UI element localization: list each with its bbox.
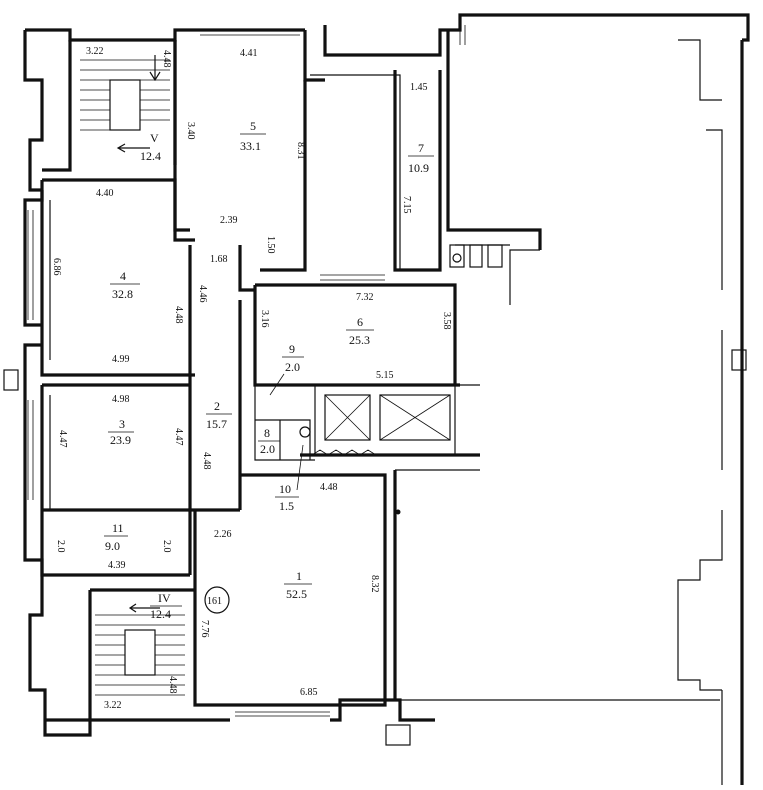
room-5-number: 5 — [250, 119, 256, 133]
dim-stair-iv-depth: 4.48 — [167, 676, 178, 694]
dim-room1-left: 7.76 — [199, 620, 210, 638]
dim-passage-width: 2.26 — [214, 529, 232, 540]
dim-corridor-top: 2.39 — [220, 215, 238, 226]
room-4-area: 32.8 — [112, 287, 133, 301]
marker-circle — [204, 586, 230, 614]
room-labels: 1 52.5 2 15.7 3 23.9 4 32.8 5 33.1 6 25.… — [104, 119, 434, 621]
room-3-number: 3 — [119, 417, 125, 431]
room-11-area: 9.0 — [105, 539, 120, 553]
stair-iv-area: 12.4 — [150, 607, 171, 621]
dim-room5-top: 4.41 — [240, 48, 258, 59]
stair-v — [80, 55, 170, 153]
room-6-area: 25.3 — [349, 333, 370, 347]
fixtures — [299, 244, 503, 515]
dim-room5-left: 3.40 — [185, 122, 196, 140]
dim-corridor-lower: 4.48 — [201, 452, 212, 470]
dim-room4-left: 6.86 — [51, 258, 62, 276]
room-8-number: 8 — [264, 426, 270, 440]
dim-room3-right: 4.47 — [173, 428, 184, 446]
dim-room6-left: 3.16 — [259, 310, 270, 328]
room-2-number: 2 — [214, 399, 220, 413]
dim-stair-v-width: 3.22 — [86, 46, 104, 57]
room-6-number: 6 — [357, 315, 363, 329]
dim-room11-bottom: 4.39 — [108, 560, 126, 571]
exterior-walls — [3, 13, 750, 785]
room-9-number: 9 — [289, 342, 295, 356]
dim-room6-top: 7.32 — [356, 292, 374, 303]
dim-room3-left: 4.47 — [57, 430, 68, 448]
room-5-area: 33.1 — [240, 139, 261, 153]
dim-room4-right: 4.48 — [173, 306, 184, 324]
dim-room11-left: 2.0 — [55, 540, 66, 553]
dim-stair-iv-width: 3.22 — [104, 700, 122, 711]
dim-corridor-left: 4.46 — [197, 285, 208, 303]
dim-room5-notch: 1.50 — [265, 236, 276, 254]
dim-room1-right: 8.32 — [369, 575, 380, 593]
dim-room6-bottom: 5.15 — [376, 370, 394, 381]
dim-room7-top: 1.45 — [410, 82, 428, 93]
dim-room6-right: 3.58 — [441, 312, 452, 330]
interior-walls — [40, 40, 510, 718]
room-3-area: 23.9 — [110, 433, 131, 447]
dim-room4-top: 4.40 — [96, 188, 114, 199]
marker-label: 161 — [207, 596, 222, 607]
dim-room1-bottom: 6.85 — [300, 687, 318, 698]
dim-room1-top: 4.48 — [320, 482, 338, 493]
room-11-number: 11 — [112, 521, 124, 535]
stair-iv — [95, 603, 185, 696]
room-8-area: 2.0 — [260, 442, 275, 456]
stair-iv-number: IV — [158, 591, 171, 605]
dim-room3-top: 4.98 — [112, 394, 130, 405]
room-10-area: 1.5 — [279, 499, 294, 513]
room-10-number: 10 — [279, 482, 291, 496]
room-9-area: 2.0 — [285, 360, 300, 374]
dim-room11-right: 2.0 — [161, 540, 172, 553]
dim-room4-bottom: 4.99 — [112, 354, 130, 365]
room-4-number: 4 — [120, 269, 126, 283]
dim-room5-right: 8.31 — [295, 142, 306, 160]
room-7-number: 7 — [418, 141, 424, 155]
stair-v-area: 12.4 — [140, 149, 161, 163]
dim-corridor-width: 1.68 — [210, 254, 228, 265]
room-1-area: 52.5 — [286, 587, 307, 601]
dimension-labels: 3.22 4.48 4.41 3.40 8.31 1.45 7.15 4.40 … — [51, 46, 452, 711]
dim-stair-v-depth: 4.48 — [161, 50, 172, 68]
room-7-area: 10.9 — [408, 161, 429, 175]
windows — [27, 25, 466, 717]
room-1-number: 1 — [296, 569, 302, 583]
dim-room7-side: 7.15 — [401, 196, 412, 214]
room-2-area: 15.7 — [206, 417, 227, 431]
stair-v-number: V — [150, 131, 159, 145]
